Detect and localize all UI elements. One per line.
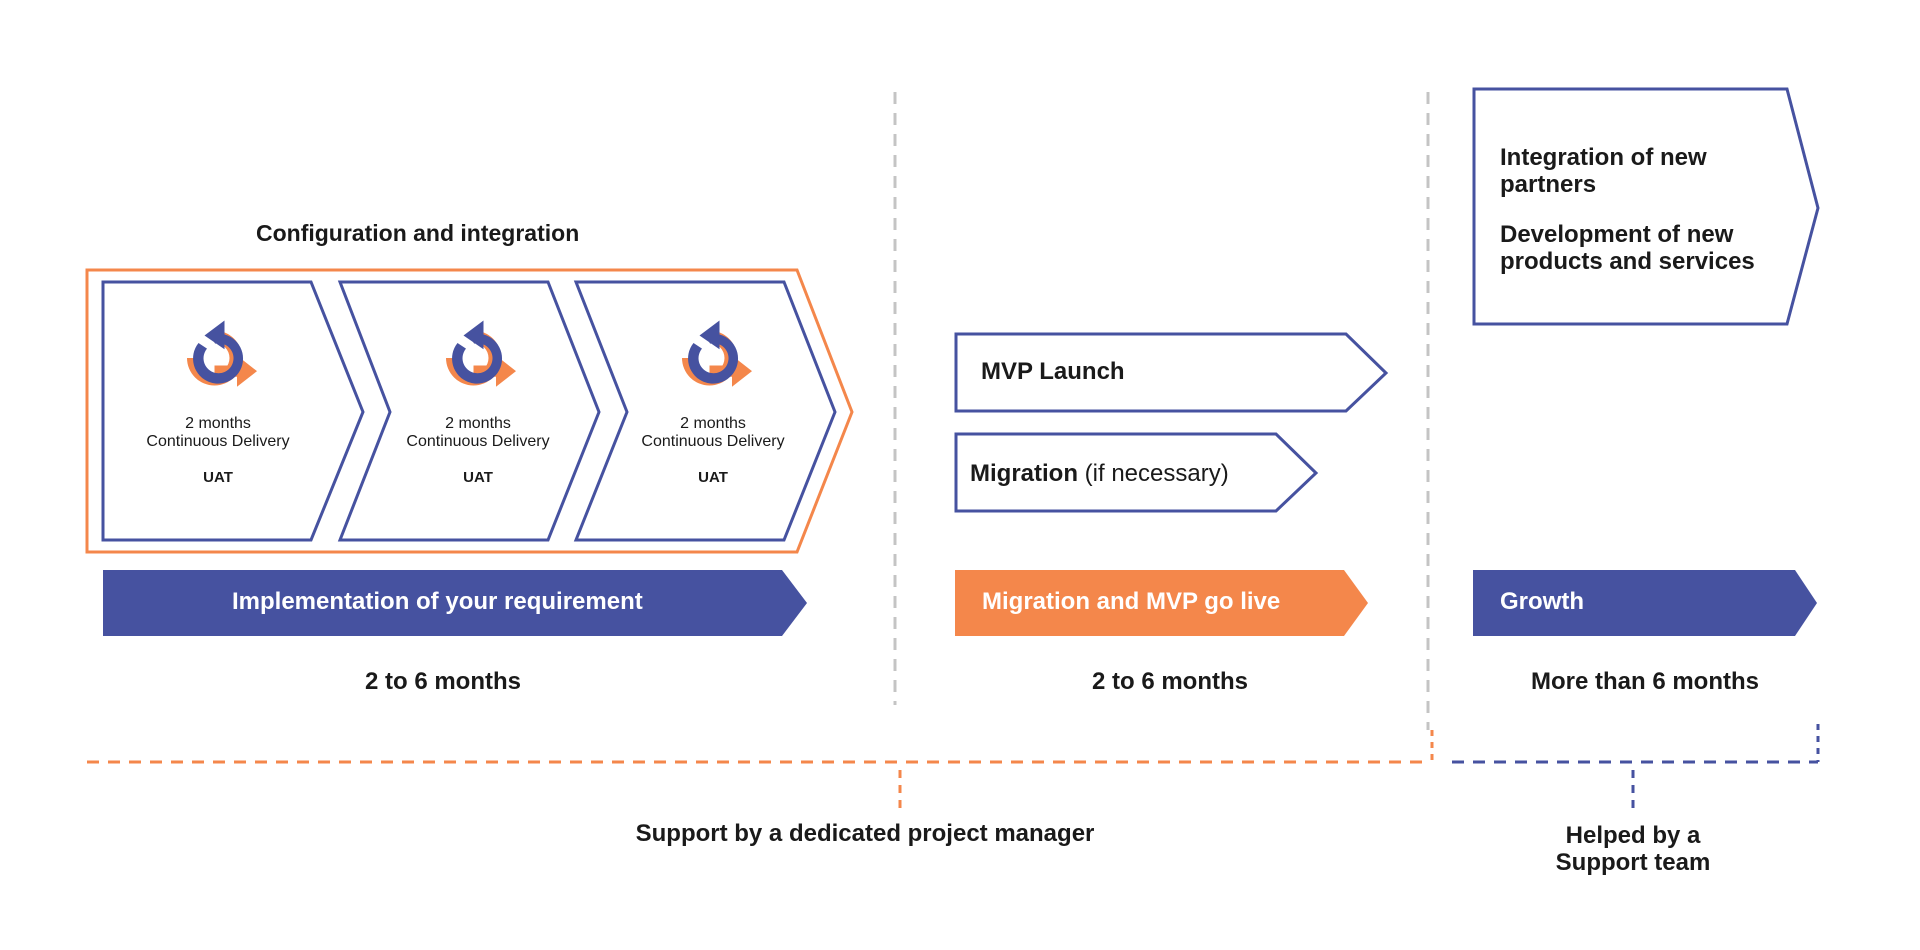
- growth-duration: More than 6 months: [1530, 668, 1759, 695]
- support-team-line-1: Helped by a: [1565, 822, 1701, 849]
- implementation-banner: [103, 570, 807, 636]
- migration-banner: [955, 570, 1368, 636]
- step-duration: 2 months: [680, 415, 746, 432]
- sprint-step-3-text: 2 months Continuous Delivery UAT: [613, 415, 813, 486]
- step-label: Continuous Delivery: [406, 433, 550, 450]
- mvp-launch-label: MVP Launch: [981, 358, 1125, 385]
- migration-duration: 2 to 6 months: [1091, 668, 1248, 695]
- migration-label: Migration (if necessary): [970, 460, 1229, 488]
- step-tag: UAT: [203, 469, 233, 486]
- migration-label-note: (if necessary): [1084, 460, 1229, 487]
- sprint-step-2-text: 2 months Continuous Delivery UAT: [378, 415, 578, 486]
- sprint-step-2: [337, 280, 601, 542]
- configuration-title: Configuration and integration: [256, 220, 580, 246]
- implementation-duration: 2 to 6 months: [364, 668, 521, 695]
- migration-box: [954, 432, 1319, 513]
- implementation-banner-label: Implementation of your requirement: [232, 588, 643, 615]
- step-label: Continuous Delivery: [146, 433, 290, 450]
- step-tag: UAT: [698, 469, 728, 486]
- growth-items-box: [1472, 87, 1820, 326]
- configuration-group-outline: [85, 268, 854, 554]
- step-duration: 2 months: [185, 415, 251, 432]
- project-manager-support-label: Support by a dedicated project manager: [635, 820, 1095, 847]
- growth-item-partners: Integration of new partners: [1500, 144, 1707, 198]
- support-team-label: Helped by a Support team: [1533, 822, 1733, 876]
- support-team-line-2: Support team: [1555, 849, 1711, 876]
- growth-item-products: Development of new products and services: [1500, 221, 1755, 275]
- step-label: Continuous Delivery: [641, 433, 785, 450]
- step-duration: 2 months: [445, 415, 511, 432]
- growth-banner: [1473, 570, 1817, 636]
- migration-banner-label: Migration and MVP go live: [982, 588, 1281, 615]
- migration-label-bold: Migration: [970, 460, 1078, 487]
- sprint-step-3: [573, 280, 837, 542]
- sprint-step-1: [101, 280, 365, 542]
- mvp-launch-box: [954, 332, 1389, 413]
- step-tag: UAT: [463, 469, 493, 486]
- sprint-step-1-text: 2 months Continuous Delivery UAT: [118, 415, 318, 486]
- growth-banner-label: Growth: [1500, 588, 1584, 615]
